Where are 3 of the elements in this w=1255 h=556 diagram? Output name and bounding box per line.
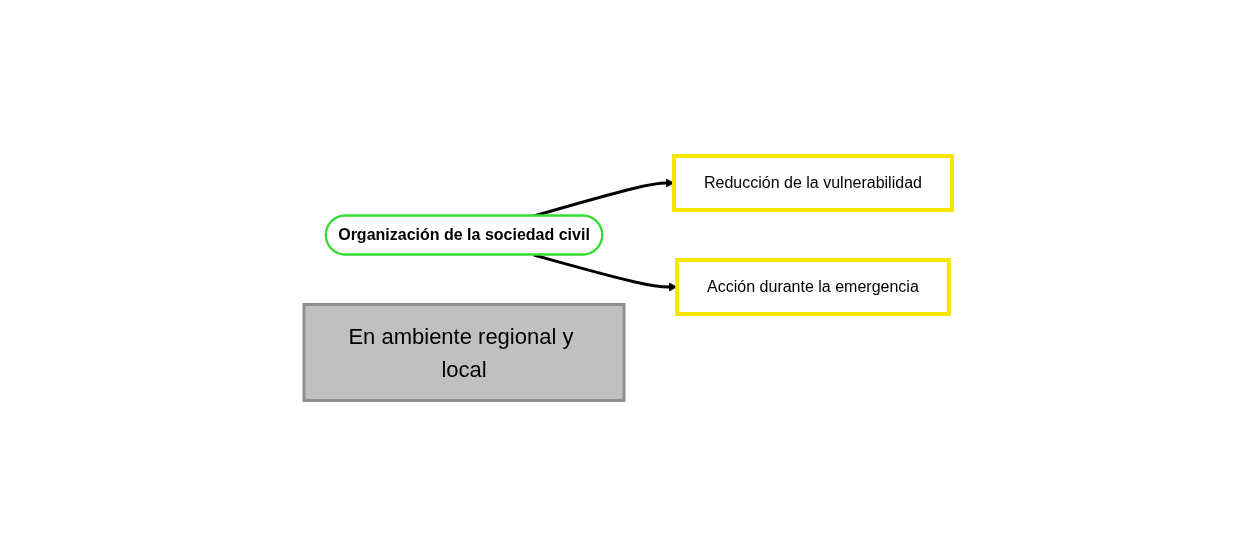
node-box: Acción durante la emergencia <box>674 257 951 316</box>
node-box: Reducción de la vulnerabilidad <box>671 153 954 212</box>
node-box: En ambiente regional y local <box>302 302 626 402</box>
